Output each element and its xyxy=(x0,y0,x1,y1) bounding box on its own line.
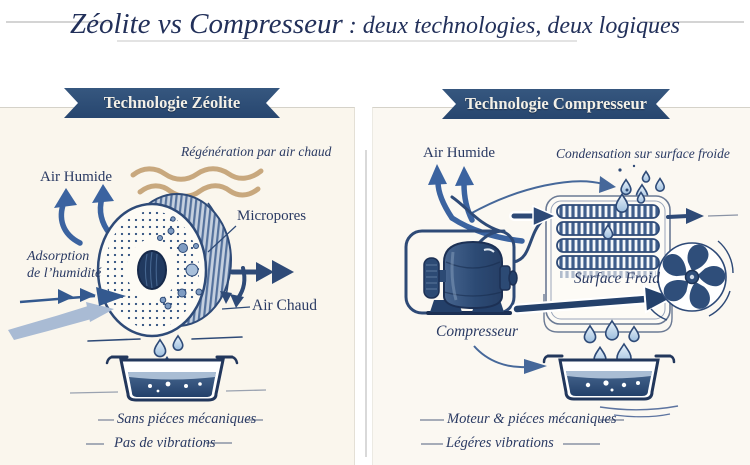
bullet-dashes-left xyxy=(86,419,263,445)
regeneration-label: Régénération par air chaud xyxy=(181,144,332,159)
water-tray-right-icon xyxy=(542,354,679,418)
ground-lines-left xyxy=(87,336,243,342)
heat-waves-icon xyxy=(130,166,264,199)
micropores-label: Micropores xyxy=(237,208,307,224)
adsorption-arrows-icon xyxy=(8,287,126,340)
compressor-icon xyxy=(423,240,518,315)
condensation-drops-icon xyxy=(618,164,665,203)
adsorption-label-line1: Adsorption xyxy=(27,249,90,264)
bullet-dashes-right xyxy=(420,419,624,445)
banner-compresseur-label: Technologie Compresseur xyxy=(465,94,647,113)
surface-froid-label: Surface Froid xyxy=(574,270,660,287)
compresseur-label: Compresseur xyxy=(436,323,519,340)
water-tray-left-icon xyxy=(69,355,267,402)
condensation-arrow-icon xyxy=(469,176,616,215)
page-title: Zéolite vs Compresseur : deux technologi… xyxy=(0,8,750,41)
wheel-pores xyxy=(157,216,203,310)
zeolite-wheel-icon xyxy=(96,193,232,338)
title-rules xyxy=(6,21,744,42)
banner-technologie-zeolite: Technologie Zéolite xyxy=(64,88,280,118)
bullet-legeres-vibrations: Légéres vibrations xyxy=(446,435,554,451)
airflow-bottom-arrow-icon xyxy=(511,284,677,315)
air-chaud-arrows-icon xyxy=(229,260,294,308)
adsorption-label-line2: de l’humidité xyxy=(27,266,102,281)
air-humide-label-right: Air Humide xyxy=(423,145,496,161)
page-title-main: Zéolite vs Compresseur xyxy=(69,8,343,40)
condensation-label: Condensation sur surface froide xyxy=(556,146,730,161)
bullet-sans-pieces: Sans piéces mécaniques xyxy=(117,411,257,427)
coil-inlet-arrow-icon xyxy=(509,204,558,228)
compressor-label-arrow-icon xyxy=(473,345,547,374)
bullet-pas-vibrations: Pas de vibrations xyxy=(114,435,216,451)
cold-surface-unit-icon xyxy=(543,188,673,333)
banner-technologie-compresseur: Technologie Compresseur xyxy=(442,89,670,119)
page-title-tail: : deux technologies, deux logiques xyxy=(342,13,681,39)
air-humide-label-left: Air Humide xyxy=(40,169,113,185)
air-out-arrow-icon xyxy=(666,208,739,224)
micropores-pointer xyxy=(207,225,237,253)
panel-divider xyxy=(365,150,367,457)
humid-air-arrows-left-icon xyxy=(54,184,114,246)
banner-zeolite-label: Technologie Zéolite xyxy=(103,93,241,112)
evaporator-coils xyxy=(556,204,660,278)
humid-air-arrows-right-icon xyxy=(428,164,525,244)
fan-icon xyxy=(650,240,734,321)
bullet-moteur-pieces: Moteur & piéces mécaniques xyxy=(447,411,617,427)
air-chaud-label: Air Chaud xyxy=(252,297,318,314)
